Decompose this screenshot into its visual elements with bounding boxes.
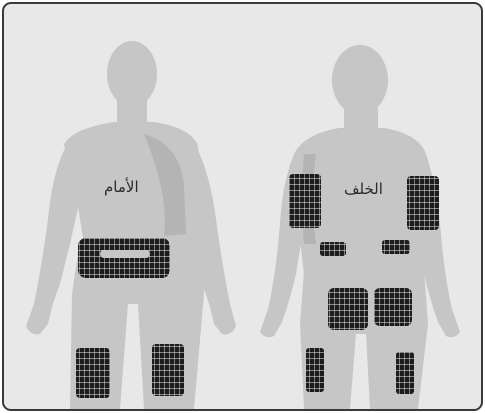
back-right-buttock-zone [374,288,412,326]
front-figure [26,41,236,409]
front-left-thigh-zone [76,348,110,398]
back-right-upper-arm-zone [407,176,439,230]
back-right-thigh-zone [396,352,414,394]
back-label: الخلف [344,180,383,198]
back-head [332,45,388,115]
back-left-buttock-zone [328,288,368,330]
body-diagram-svg [4,4,481,409]
front-label: الأمام [104,178,139,196]
front-abdomen-navel-gap [100,250,150,258]
back-right-lower-back-zone [382,240,410,254]
back-left-lower-back-zone [320,242,346,256]
front-head [107,41,157,107]
back-left-upper-arm-zone [289,174,321,228]
front-right-thigh-zone [152,344,184,396]
back-left-thigh-zone [306,348,324,392]
